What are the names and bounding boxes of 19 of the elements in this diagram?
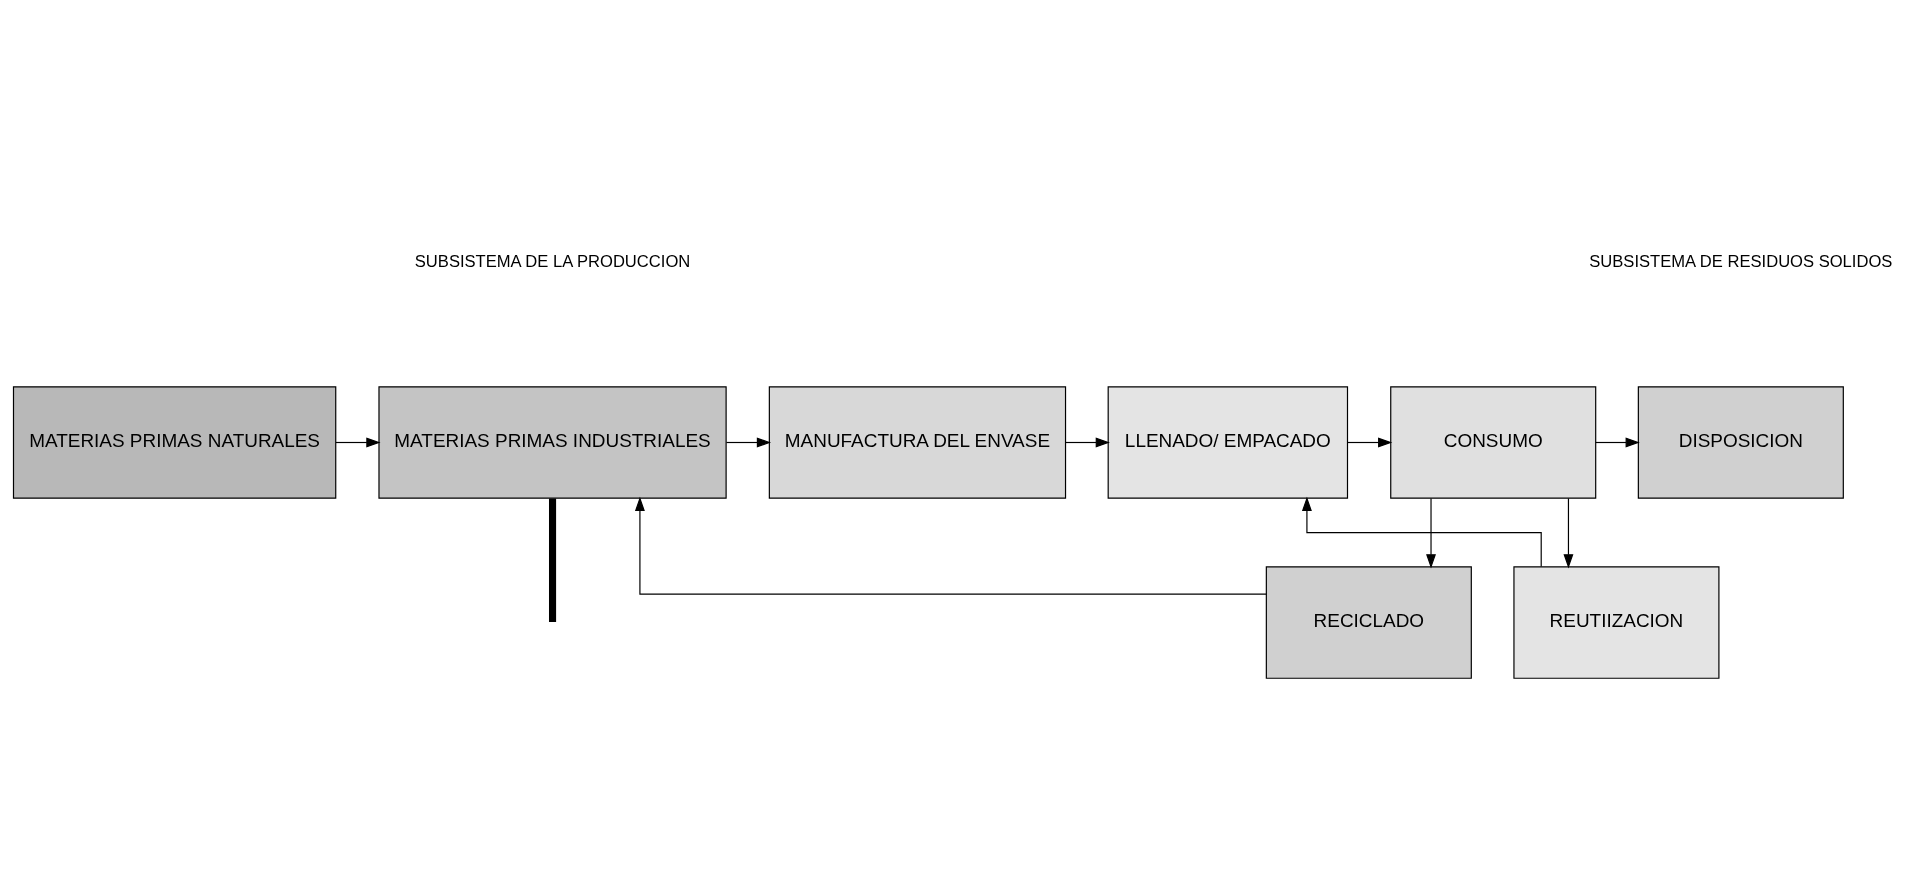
arrow [1595,437,1640,447]
label: SUBSISTEMA DE RESIDUOS SOLIDOS [1589,251,1893,271]
arrow [1065,437,1110,447]
label: SUBSISTEMA DE LA PRODUCCION [414,251,691,271]
arrow [725,437,772,447]
arrow [1347,437,1393,447]
node-box: MANUFACTURA DEL ENVASE [768,385,1067,499]
node-box: RECICLADO [1265,565,1472,679]
node-box: DISPOSICION [1637,385,1844,499]
node-box: CONSUMO [1390,385,1597,499]
node-box: REUTIIZACION [1513,565,1720,679]
arrow [1563,497,1574,568]
arrow [634,496,1267,595]
arrow [1426,497,1436,568]
node-box: LLENADO/ EMPACADO [1107,385,1349,499]
arrow [1301,496,1542,567]
node-box: MATERIAS PRIMAS INDUSTRIALES [378,385,727,499]
arrow [335,437,381,447]
node-box: MATERIAS PRIMAS NATURALES [12,385,337,499]
